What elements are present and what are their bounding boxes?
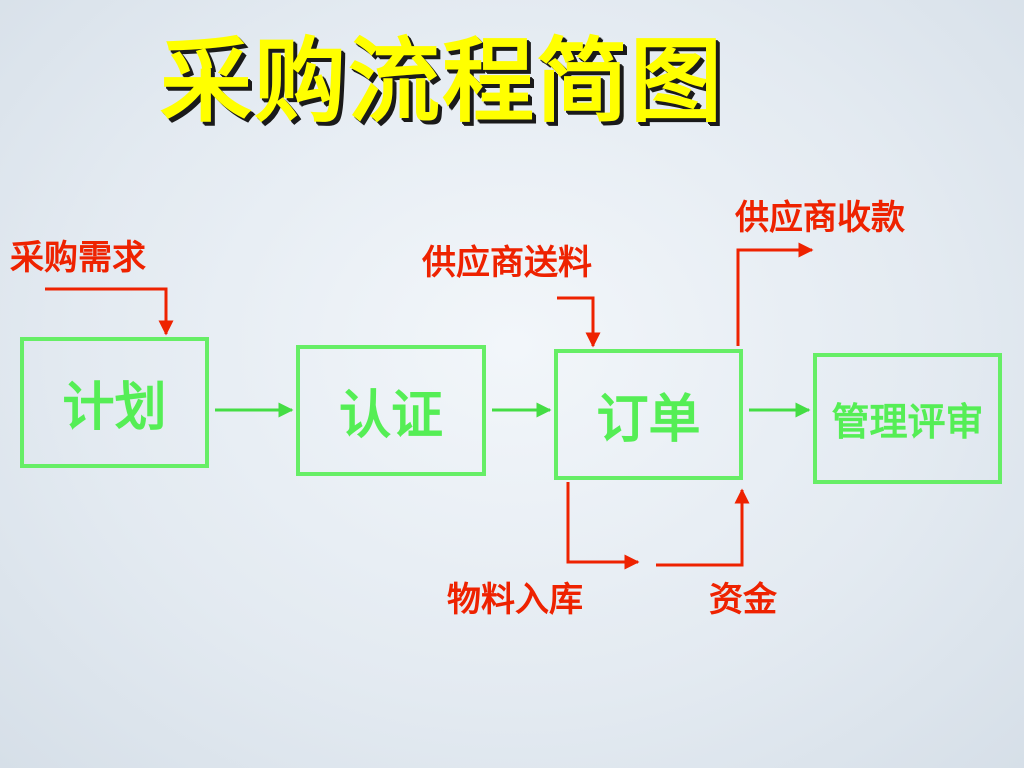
supplier-delivery-label: 供应商送料 [422,243,592,283]
plan-box: 计划 [20,337,209,468]
arrow-funds-to-order [656,488,750,567]
review-box: 管理评审 [813,353,1002,484]
arrow-order-to-storage [566,482,640,570]
funds-label: 资金 [709,580,777,620]
plan-box-label: 计划 [62,378,167,438]
order-box: 订单 [554,349,743,480]
arrow-demand-to-plan [45,287,174,336]
certify-box: 认证 [296,345,486,476]
material-storage-label: 物料入库 [447,580,583,620]
certify-box-label: 认证 [338,386,443,446]
arrow-delivery-to-order [557,296,601,348]
supplier-payment-label: 供应商收款 [735,198,905,238]
order-box-label: 订单 [596,390,701,450]
arrow-order-to-payment [736,242,814,346]
review-box-label: 管理评审 [831,400,984,444]
purchase-demand-label: 采购需求 [10,238,146,278]
page-title: 采购流程简图 [160,28,725,135]
